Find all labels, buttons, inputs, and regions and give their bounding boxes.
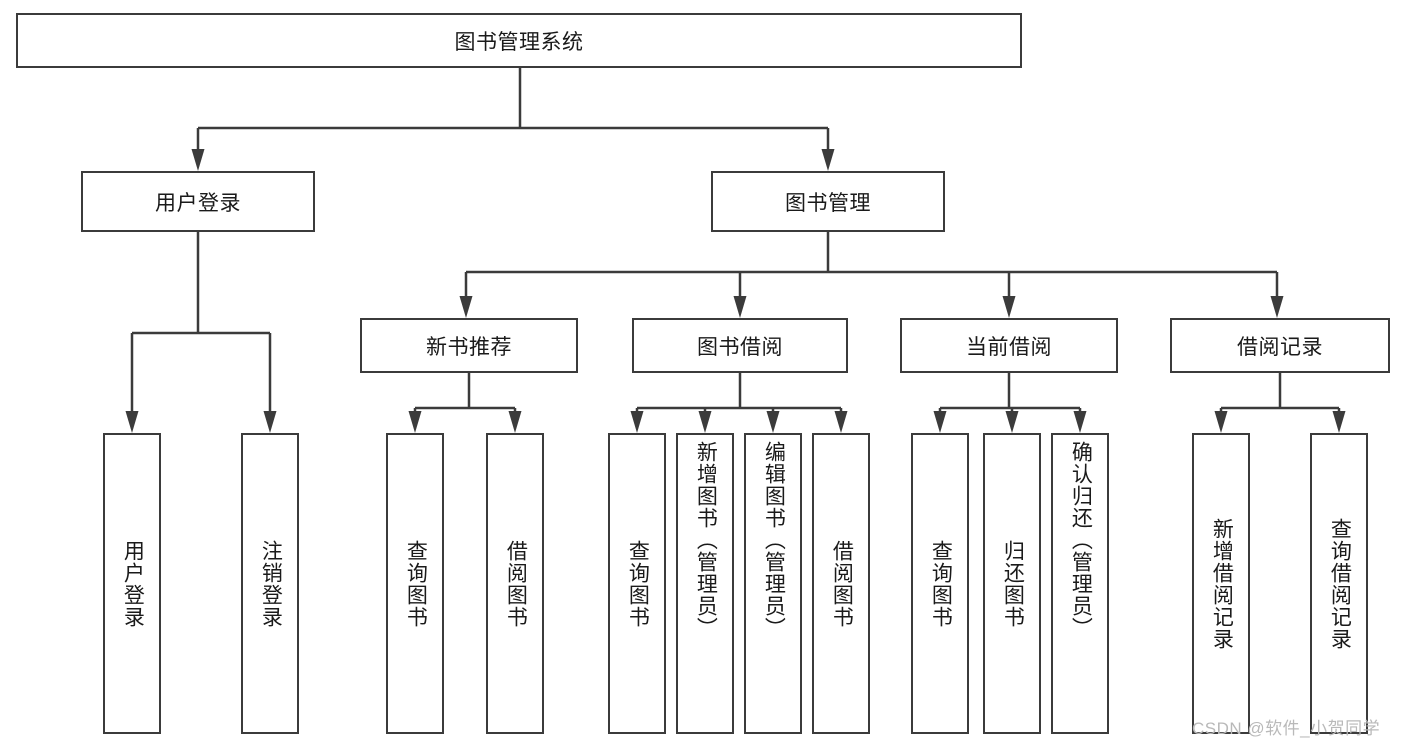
node-leaf-confirm-return[interactable]: 确认归还（管理员） (1051, 433, 1109, 734)
node-book-manage[interactable]: 图书管理 (711, 171, 945, 232)
node-leaf-add-record-label: 新增借阅记录 (1210, 517, 1234, 650)
node-leaf-query-book-3[interactable]: 查询图书 (911, 433, 969, 734)
node-leaf-query-book-2[interactable]: 查询图书 (608, 433, 666, 734)
node-leaf-query-book-1[interactable]: 查询图书 (386, 433, 444, 734)
node-leaf-query-book-3-label: 查询图书 (929, 539, 953, 628)
node-new-book-recommend-label: 新书推荐 (426, 335, 512, 359)
node-leaf-user-logout-label: 注销登录 (259, 539, 283, 628)
node-book-manage-label: 图书管理 (785, 191, 871, 215)
node-leaf-return-book[interactable]: 归还图书 (983, 433, 1041, 734)
node-new-book-recommend[interactable]: 新书推荐 (360, 318, 578, 373)
node-leaf-borrow-book-1[interactable]: 借阅图书 (486, 433, 544, 734)
node-leaf-user-login[interactable]: 用户登录 (103, 433, 161, 734)
node-borrow-record-label: 借阅记录 (1237, 335, 1323, 359)
node-leaf-query-record-label: 查询借阅记录 (1328, 517, 1352, 650)
node-leaf-add-book-label: 新增图书（管理员） (694, 441, 718, 639)
node-leaf-confirm-return-label: 确认归还（管理员） (1069, 441, 1093, 639)
node-leaf-user-logout[interactable]: 注销登录 (241, 433, 299, 734)
node-leaf-add-record[interactable]: 新增借阅记录 (1192, 433, 1250, 734)
node-leaf-borrow-book-1-label: 借阅图书 (504, 539, 528, 628)
watermark: CSDN @软件_小贺同学 (1192, 719, 1381, 738)
node-book-borrow[interactable]: 图书借阅 (632, 318, 848, 373)
node-leaf-query-book-2-label: 查询图书 (626, 539, 650, 628)
node-current-borrow-label: 当前借阅 (966, 335, 1052, 359)
node-current-borrow[interactable]: 当前借阅 (900, 318, 1118, 373)
node-root[interactable]: 图书管理系统 (16, 13, 1022, 68)
node-leaf-query-record[interactable]: 查询借阅记录 (1310, 433, 1368, 734)
node-leaf-return-book-label: 归还图书 (1001, 539, 1025, 628)
node-leaf-add-book[interactable]: 新增图书（管理员） (676, 433, 734, 734)
node-leaf-edit-book-label: 编辑图书（管理员） (762, 441, 786, 639)
node-user-login-label: 用户登录 (155, 191, 241, 215)
node-user-login[interactable]: 用户登录 (81, 171, 315, 232)
node-leaf-user-login-label: 用户登录 (121, 539, 145, 628)
node-leaf-borrow-book-2[interactable]: 借阅图书 (812, 433, 870, 734)
node-borrow-record[interactable]: 借阅记录 (1170, 318, 1390, 373)
node-leaf-borrow-book-2-label: 借阅图书 (830, 539, 854, 628)
node-leaf-edit-book[interactable]: 编辑图书（管理员） (744, 433, 802, 734)
node-book-borrow-label: 图书借阅 (697, 335, 783, 359)
node-leaf-query-book-1-label: 查询图书 (404, 539, 428, 628)
node-root-label: 图书管理系统 (454, 30, 584, 54)
